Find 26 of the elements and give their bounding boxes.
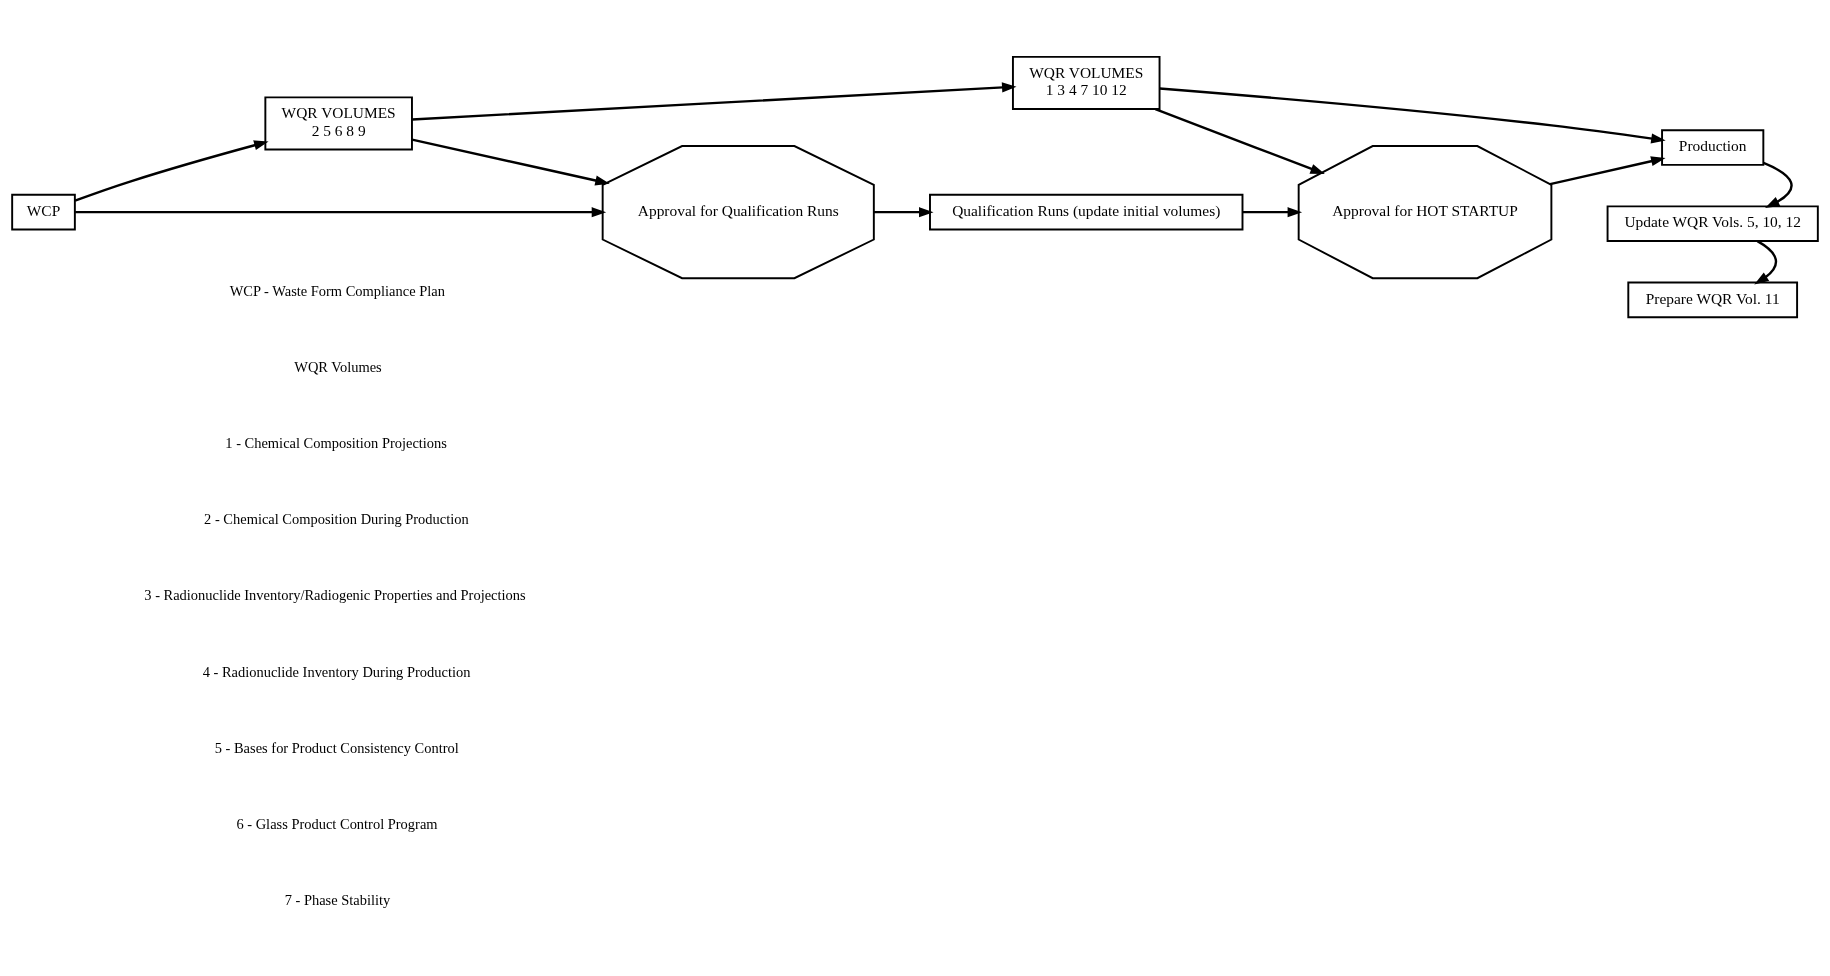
label: 5 - Bases for Product Consistency Control <box>214 739 459 756</box>
node-box: WCP <box>11 193 76 231</box>
label: 3 - Radionuclide Inventory/Radiogenic Properties and Projections <box>144 587 526 604</box>
label: 7 - Phase Stability <box>284 892 391 909</box>
label: WQR Volumes <box>294 358 382 375</box>
arrow <box>412 82 1017 121</box>
node-box: WQR VOLUMES 1 3 4 7 10 12 <box>1011 55 1161 110</box>
node-box: Update WQR Vols. 5, 10, 12 <box>1606 205 1819 243</box>
node-box: Qualification Runs (update initial volumes) <box>929 193 1244 231</box>
arrow <box>1242 207 1303 218</box>
arrow <box>874 207 934 218</box>
arrow <box>411 138 610 186</box>
label: 6 - Glass Product Control Program <box>236 815 438 832</box>
node-box: Production <box>1661 129 1765 166</box>
arrow <box>1154 107 1325 175</box>
label: 4 - Radionuclide Inventory During Production <box>202 663 471 680</box>
label: 1 - Chemical Composition Projections <box>225 434 447 451</box>
arrow <box>74 140 269 202</box>
label: WCP - Waste Form Compliance Plan <box>229 282 445 299</box>
arrow <box>1159 87 1666 144</box>
node-box: Prepare WQR Vol. 11 <box>1627 281 1799 319</box>
arrow <box>75 207 607 218</box>
node-box: WQR VOLUMES 2 5 6 8 9 <box>264 96 413 151</box>
arrow <box>1549 156 1666 186</box>
arrow <box>1763 161 1793 208</box>
label: 2 - Chemical Composition During Production <box>204 511 469 528</box>
